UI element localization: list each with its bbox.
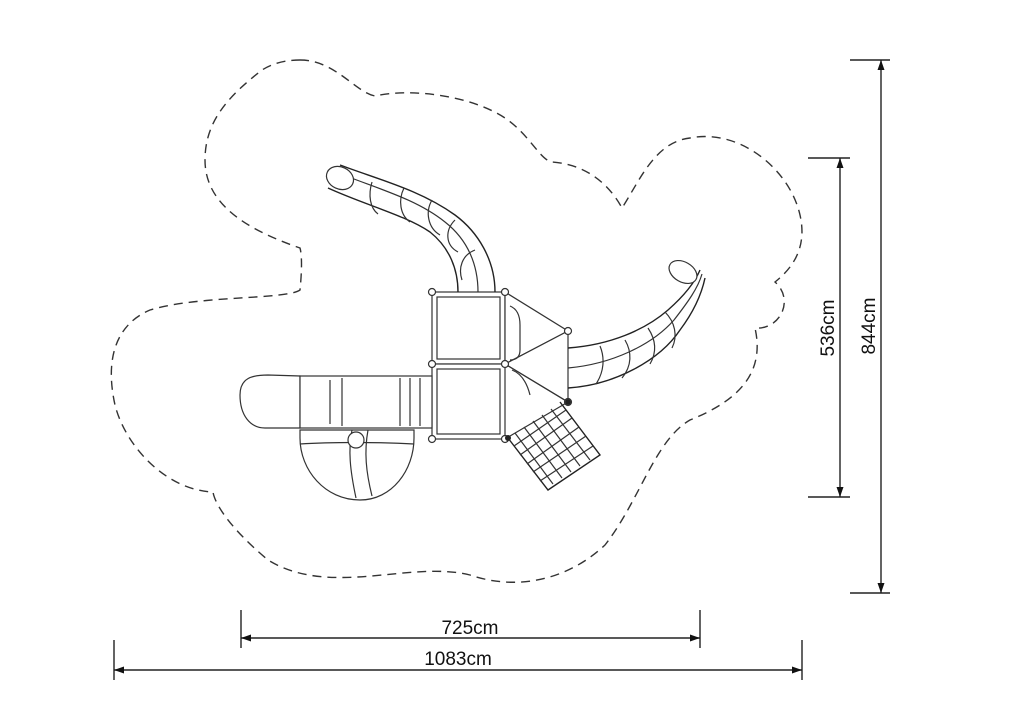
tube-slide-top-left <box>325 164 496 293</box>
tube-slide-left-spiral <box>239 374 433 501</box>
tube-slide-top-right <box>567 259 706 389</box>
dimension-outer-width: 1083cm <box>113 640 803 680</box>
outer-width-label: 1083cm <box>424 649 492 670</box>
dimension-inner-height: 536cm <box>808 157 850 498</box>
safety-zone-outline <box>110 59 803 583</box>
climbing-net <box>505 399 602 491</box>
outer-height-label: 844cm <box>859 297 880 354</box>
dimension-outer-height: 844cm <box>850 59 890 594</box>
tower-platforms <box>431 290 570 440</box>
inner-height-label: 536cm <box>818 299 839 356</box>
dimension-inner-width: 725cm <box>240 610 701 648</box>
inner-width-label: 725cm <box>441 618 498 639</box>
